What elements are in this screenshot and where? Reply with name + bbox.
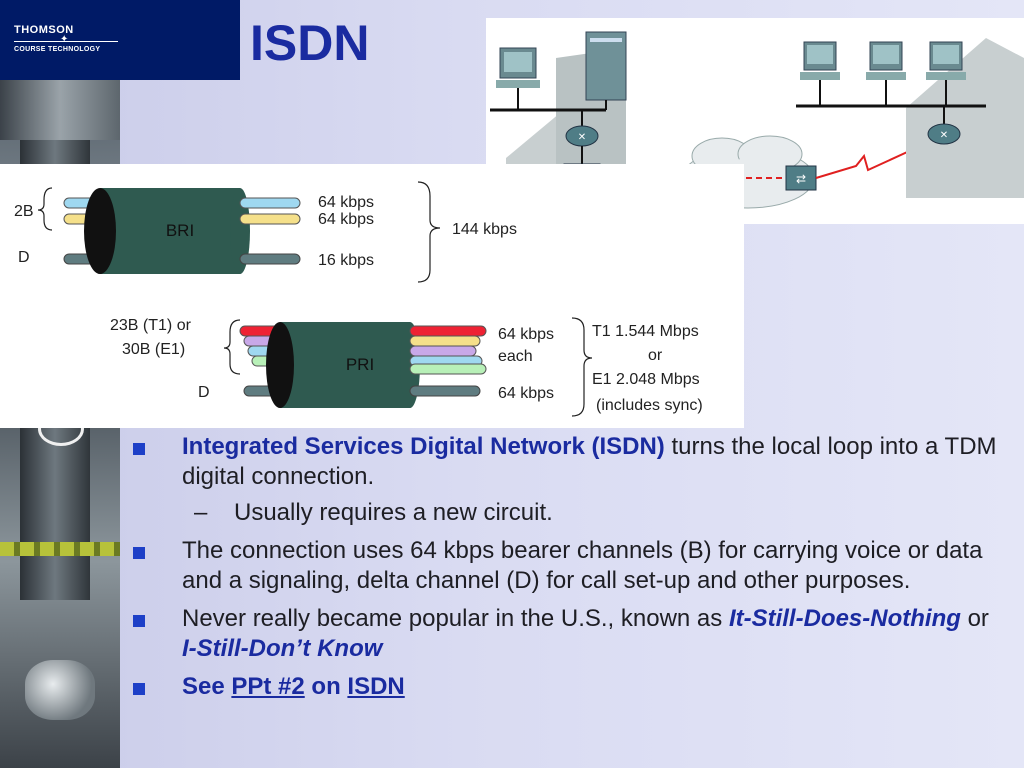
bullet-square-icon <box>133 615 145 627</box>
pri-total-t1: T1 1.544 Mbps <box>592 323 699 340</box>
bullet-item: Integrated Services Digital Network (ISD… <box>130 432 1010 492</box>
pc-icon <box>866 41 906 106</box>
router-icon <box>927 123 961 145</box>
bullet-square-icon <box>133 443 145 455</box>
pri-cable-label: PRI <box>346 355 374 374</box>
bullet-list: Integrated Services Digital Network (ISD… <box>130 432 1010 710</box>
pc-icon <box>800 41 840 106</box>
bullet-item: Never really became popular in the U.S.,… <box>130 604 1010 664</box>
bri-cable-label: BRI <box>166 221 194 240</box>
svg-text:✕: ✕ <box>940 130 948 141</box>
logo-line2: COURSE TECHNOLOGY <box>14 46 101 53</box>
sub-bullet-item: – Usually requires a new circuit. <box>194 499 553 526</box>
bri-total-rate: 144 kbps <box>452 221 517 238</box>
bullet-item: See PPt #2 on ISDN <box>130 672 1010 702</box>
dash-icon: – <box>194 499 208 526</box>
ppt-2-link[interactable]: PPt #2 <box>231 673 305 700</box>
pc-icon <box>926 41 966 106</box>
pri-total-or: or <box>648 347 663 364</box>
signal-line-right <box>815 147 917 179</box>
bullet-square-icon <box>133 683 145 695</box>
pri-rate-d: 64 kbps <box>498 385 554 402</box>
isdn-term: Integrated Services Digital Network (ISD… <box>182 433 665 460</box>
page-title: ISDN <box>250 15 370 71</box>
bullet-item: The connection uses 64 kbps bearer chann… <box>130 536 1010 596</box>
svg-text:✕: ✕ <box>578 132 586 143</box>
network-diagram: ✕ TA ⇄ ⇄ <box>486 18 1024 224</box>
pri-total-e1: E1 2.048 Mbps <box>592 371 700 388</box>
server-icon <box>585 31 627 101</box>
pri-d-label: D <box>198 384 210 401</box>
bullet-square-icon <box>133 547 145 559</box>
bri-rate-b2: 64 kbps <box>318 211 374 228</box>
bri-rate-d: 16 kbps <box>318 252 374 269</box>
pri-b-label-line1: 23B (T1) or <box>110 317 192 334</box>
switch-icon-right <box>785 165 817 191</box>
right-building <box>906 38 1024 198</box>
svg-text:⇄: ⇄ <box>796 172 806 186</box>
logo-line1: THOMSON <box>14 24 74 36</box>
pri-cable <box>280 322 410 408</box>
thomson-logo: THOMSON ✦ COURSE TECHNOLOGY <box>0 0 240 80</box>
bri-d-label: D <box>18 249 30 266</box>
bri-rate-b1: 64 kbps <box>318 194 374 211</box>
pri-rate-b-line2: each <box>498 348 533 365</box>
bri-pri-channel-diagram: 2B D BRI 64 kbps 64 kbps 16 kbps 144 kbp… <box>0 164 744 428</box>
pri-total-sync: (includes sync) <box>596 397 703 414</box>
isdn-link[interactable]: ISDN <box>347 673 405 700</box>
pri-b-label-line2: 30B (E1) <box>122 341 185 358</box>
bri-2b-label: 2B <box>14 203 34 220</box>
pri-rate-b-line1: 64 kbps <box>498 326 554 343</box>
bri-cable <box>100 188 240 274</box>
